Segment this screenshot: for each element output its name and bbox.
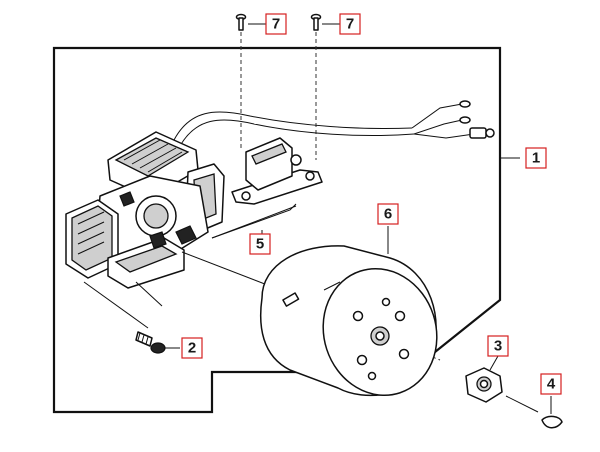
svg-text:5: 5: [256, 236, 264, 253]
svg-text:7: 7: [346, 16, 354, 33]
callout-7a: 7: [265, 13, 287, 35]
axis-line-bolt: [83, 281, 149, 329]
leader-3: [489, 355, 499, 371]
svg-text:2: 2: [188, 340, 196, 357]
svg-text:6: 6: [384, 206, 392, 223]
screw-7-left: [235, 13, 247, 150]
stator-assembly: [65, 131, 225, 289]
svg-text:7: 7: [272, 16, 280, 33]
wire-harness: [173, 100, 495, 147]
svg-text:1: 1: [532, 150, 540, 167]
callout-4: 4: [540, 373, 562, 395]
flywheel-6: [259, 245, 438, 397]
svg-text:4: 4: [547, 376, 556, 393]
axis-line-stator: [181, 251, 271, 287]
bolt-2: [135, 331, 166, 354]
callout-5: 5: [249, 233, 271, 255]
callout-2: 2: [181, 337, 203, 359]
pickup-coil-5: [211, 137, 323, 239]
callout-3: 3: [487, 335, 509, 357]
woodruff-key-4: [541, 415, 563, 429]
callout-1: 1: [525, 147, 547, 169]
nut-3: [465, 367, 503, 403]
screw-7-right: [310, 13, 322, 160]
svg-text:3: 3: [494, 338, 502, 355]
callout-6: 6: [377, 203, 399, 225]
axis-line-nut: [505, 395, 539, 413]
axis-line-bolt-2: [135, 281, 163, 307]
callout-7b: 7: [339, 13, 361, 35]
